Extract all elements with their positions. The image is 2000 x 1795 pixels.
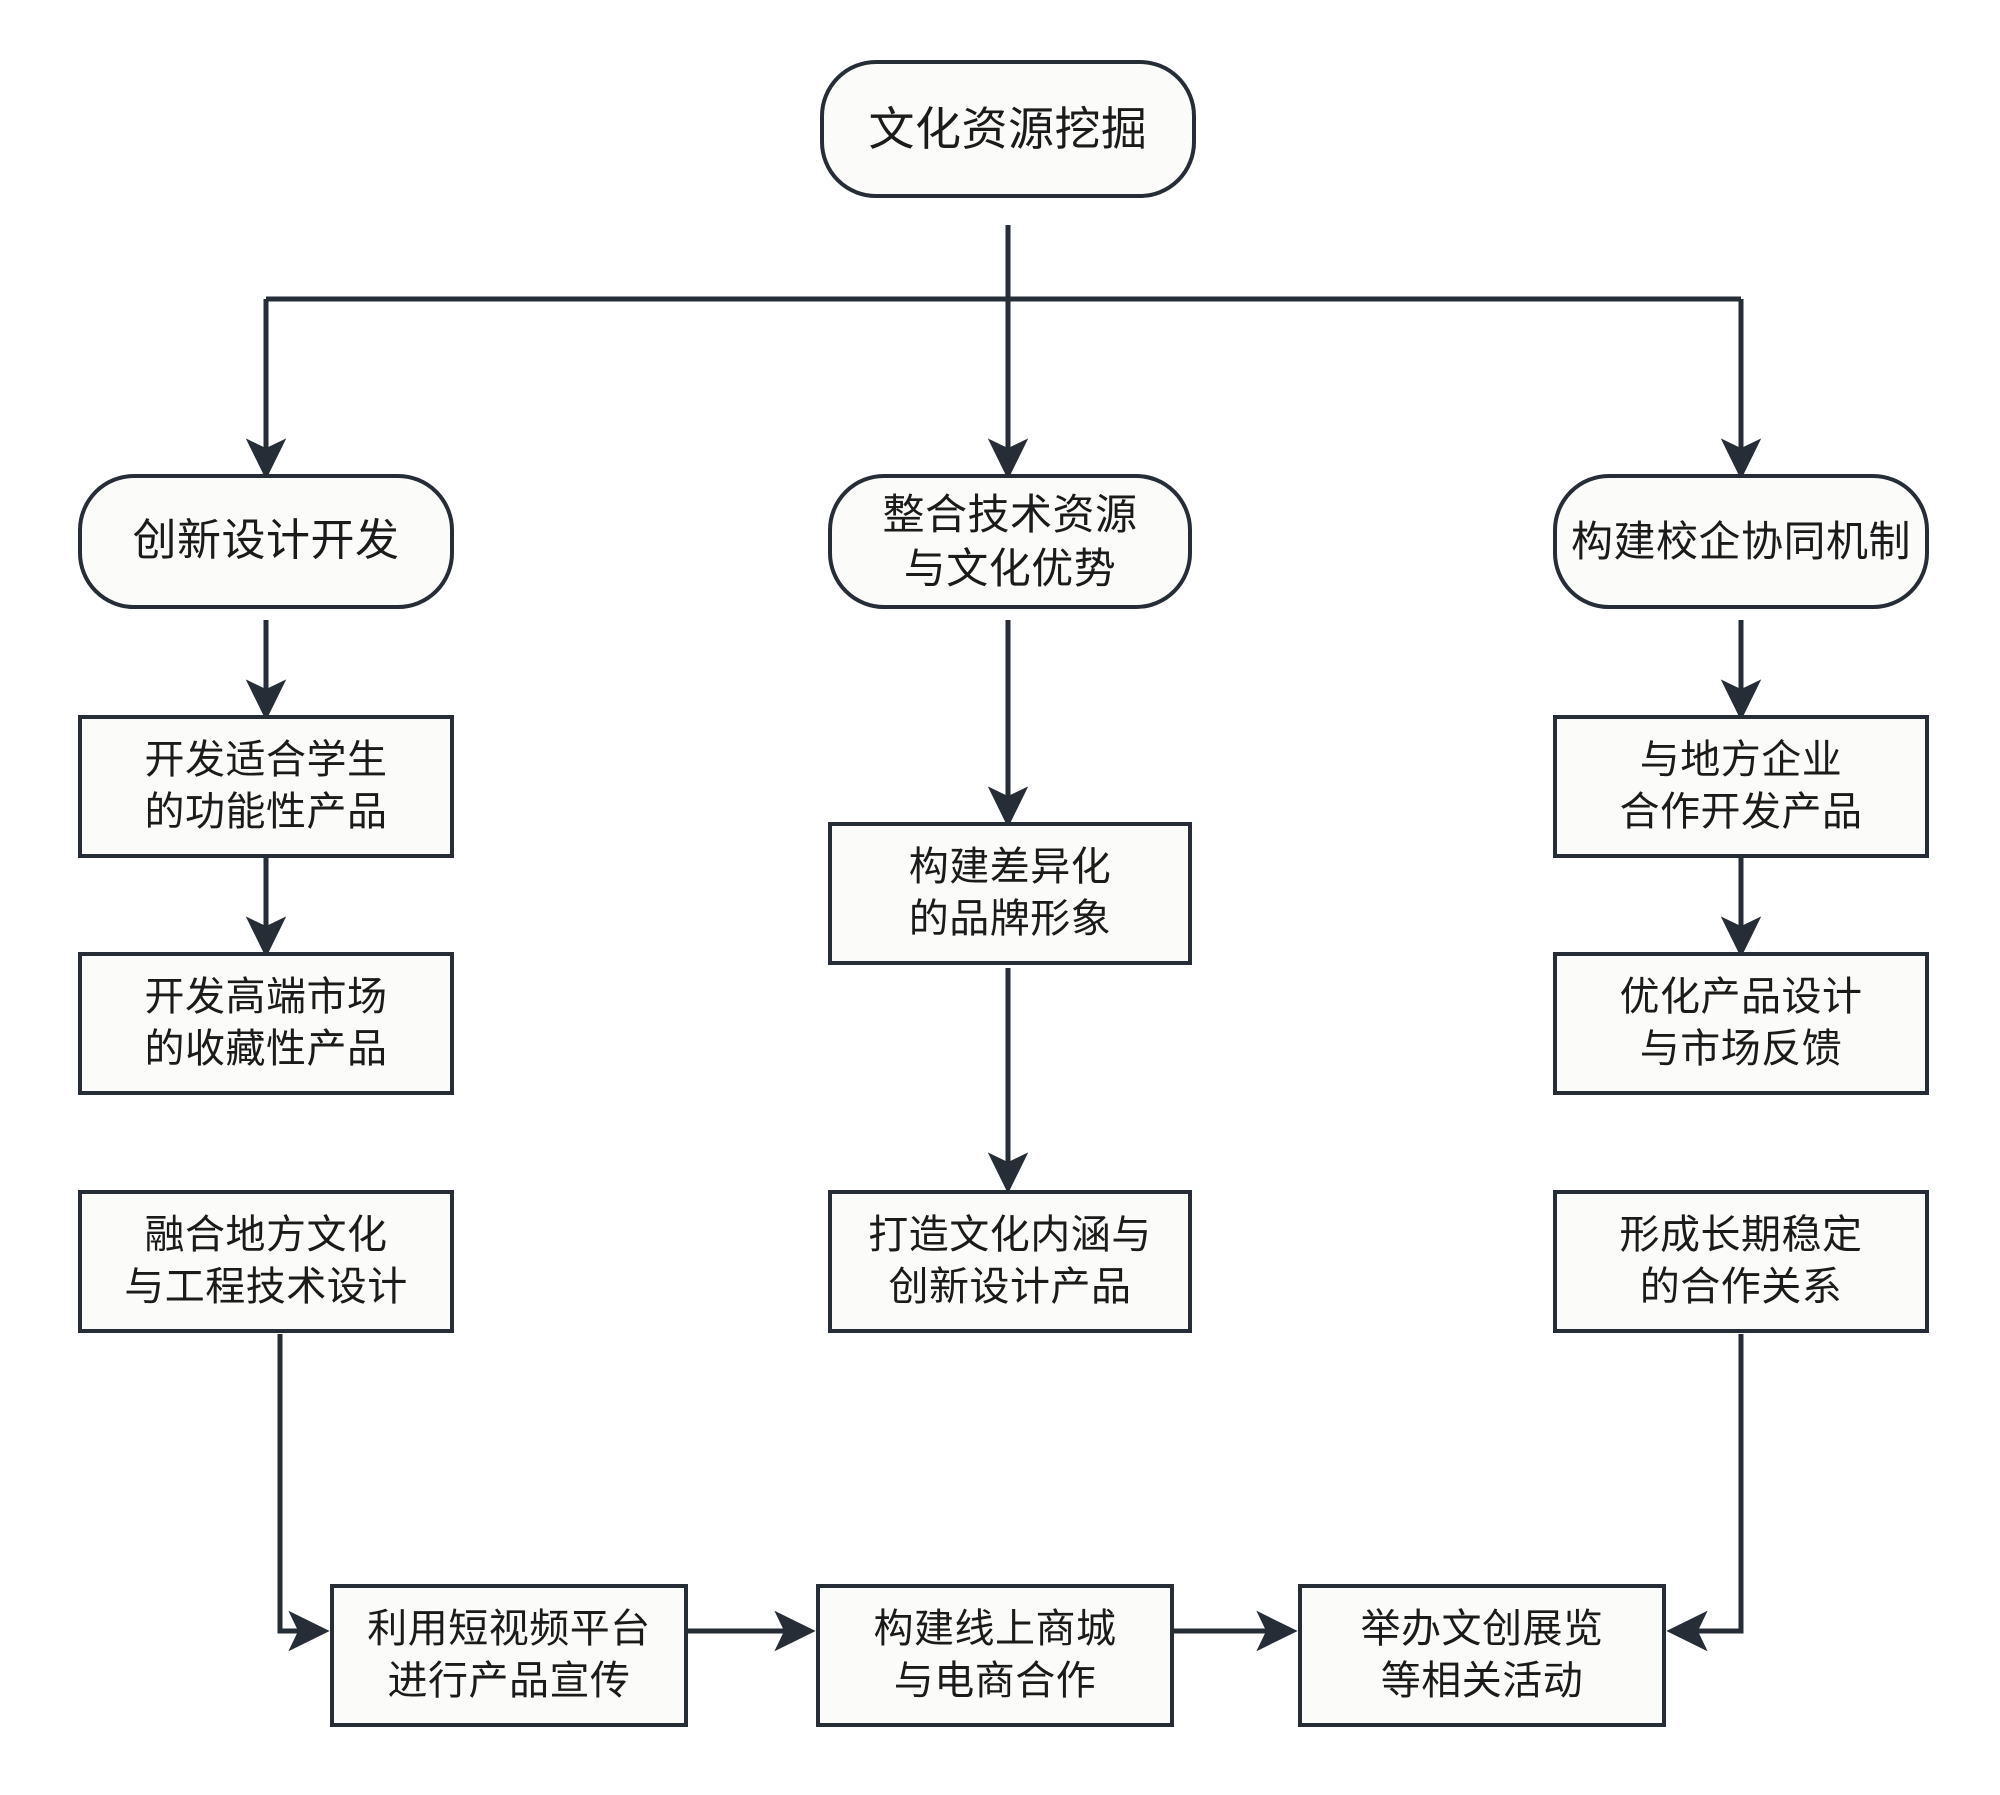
node-student-functional-products[interactable]: 开发适合学生 的功能性产品 [78,715,454,858]
node-local-culture-engineering[interactable]: 融合地方文化 与工程技术设计 [78,1190,454,1333]
node-longterm-cooperation[interactable]: 形成长期稳定 的合作关系 [1553,1190,1929,1333]
node-differentiated-brand-image[interactable]: 构建差异化 的品牌形象 [828,822,1192,965]
node-root[interactable]: 文化资源挖掘 [820,60,1196,198]
node-optimize-design-feedback[interactable]: 优化产品设计 与市场反馈 [1553,952,1929,1095]
node-branch-school-enterprise[interactable]: 构建校企协同机制 [1553,474,1929,609]
node-branch-tech-culture-integration[interactable]: 整合技术资源 与文化优势 [828,474,1192,609]
node-cultural-innovative-products[interactable]: 打造文化内涵与 创新设计产品 [828,1190,1192,1333]
node-cultural-exhibition-events[interactable]: 举办文创展览 等相关活动 [1298,1584,1666,1727]
node-local-enterprise-codevelopment[interactable]: 与地方企业 合作开发产品 [1553,715,1929,858]
edge-r3-to-b3 [1666,1334,1744,1652]
edge-l3-to-b1 [277,1334,330,1652]
node-online-mall-ecommerce[interactable]: 构建线上商城 与电商合作 [816,1584,1174,1727]
node-highend-collectible-products[interactable]: 开发高端市场 的收藏性产品 [78,952,454,1095]
node-short-video-promotion[interactable]: 利用短视频平台 进行产品宣传 [330,1584,688,1727]
node-branch-innovative-design[interactable]: 创新设计开发 [78,474,454,609]
